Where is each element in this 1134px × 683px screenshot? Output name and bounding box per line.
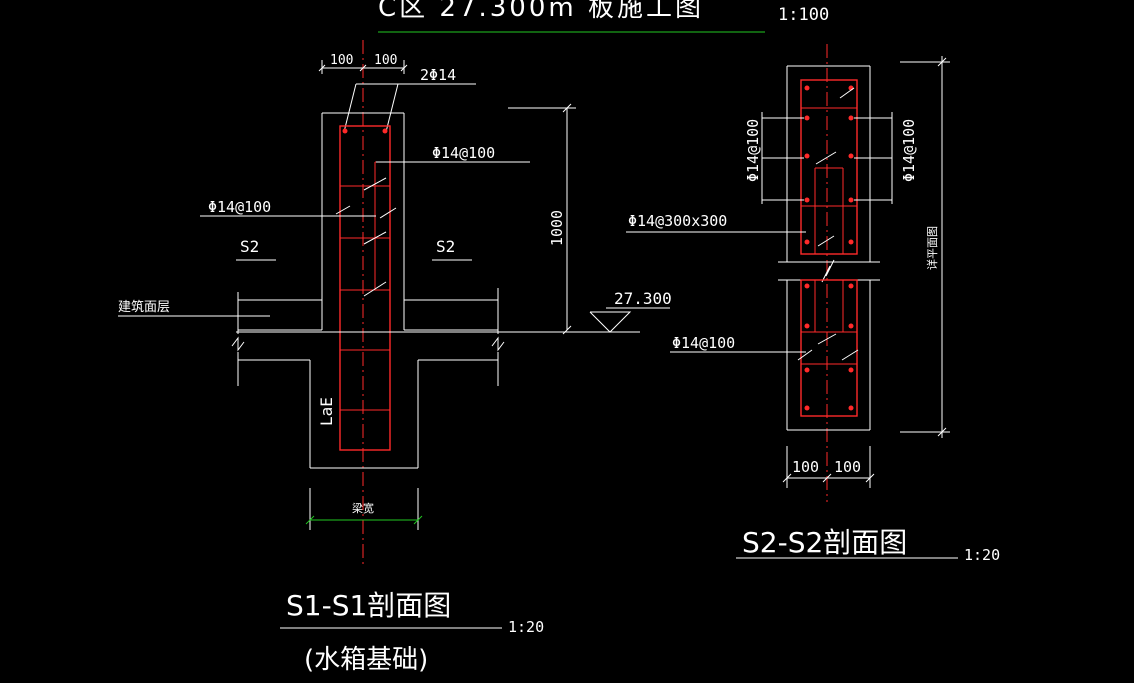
s1-scale: 1:20 <box>508 618 544 636</box>
s1-title: S1-S1剖面图 <box>286 589 451 622</box>
s2-scale: 1:20 <box>964 546 1000 564</box>
s1-dim-left: 100 <box>330 53 353 68</box>
s1-anchor-label: LaE <box>317 397 336 426</box>
drawing-title: C区 27.300m 板施工图 <box>378 0 704 23</box>
s1-elevation-symbol <box>589 311 632 333</box>
s2-dim-left: 100 <box>792 458 819 476</box>
s2-rebar-cage-lower <box>800 279 858 417</box>
s2-rebar-label-right: Φ14@100 <box>900 119 918 182</box>
s2-height-label: 详平面图 <box>925 226 939 270</box>
s1-width-label: 梁宽 <box>352 501 374 515</box>
s1-stirrup-label-left: Φ14@100 <box>208 198 271 216</box>
drawing-scale: 1:100 <box>778 5 829 25</box>
s2-section: Φ14@100 Φ14@100 Φ14@300x300 Φ14@100 详平面图… <box>626 44 1000 564</box>
s1-stirrup-label-right: Φ14@100 <box>432 144 495 162</box>
s2-title: S2-S2剖面图 <box>742 526 907 559</box>
s2-rebar-label-left: Φ14@100 <box>744 119 762 182</box>
s1-floor-finish-label: 建筑面层 <box>118 299 170 315</box>
s1-subtitle: (水箱基础) <box>304 645 428 675</box>
s1-section: 100 100 2Φ14 Φ14@100 Φ14@100 <box>118 40 672 675</box>
s1-elevation-label: 27.300 <box>614 289 672 308</box>
s2-stirrup-label: Φ14@100 <box>672 334 735 352</box>
s2-rebar-dots <box>804 85 854 411</box>
s1-rebar-cage <box>339 125 391 451</box>
s1-section-mark-right: S2 <box>436 237 455 256</box>
s2-rebar-cage-upper <box>800 79 858 255</box>
s1-main-rebar-label: 2Φ14 <box>420 66 456 84</box>
s1-height-dim: 1000 <box>548 210 566 246</box>
s2-dim-right: 100 <box>834 458 861 476</box>
s2-tie-label: Φ14@300x300 <box>628 212 727 230</box>
s1-dim-right: 100 <box>374 53 397 68</box>
s1-section-mark-left: S2 <box>240 237 259 256</box>
